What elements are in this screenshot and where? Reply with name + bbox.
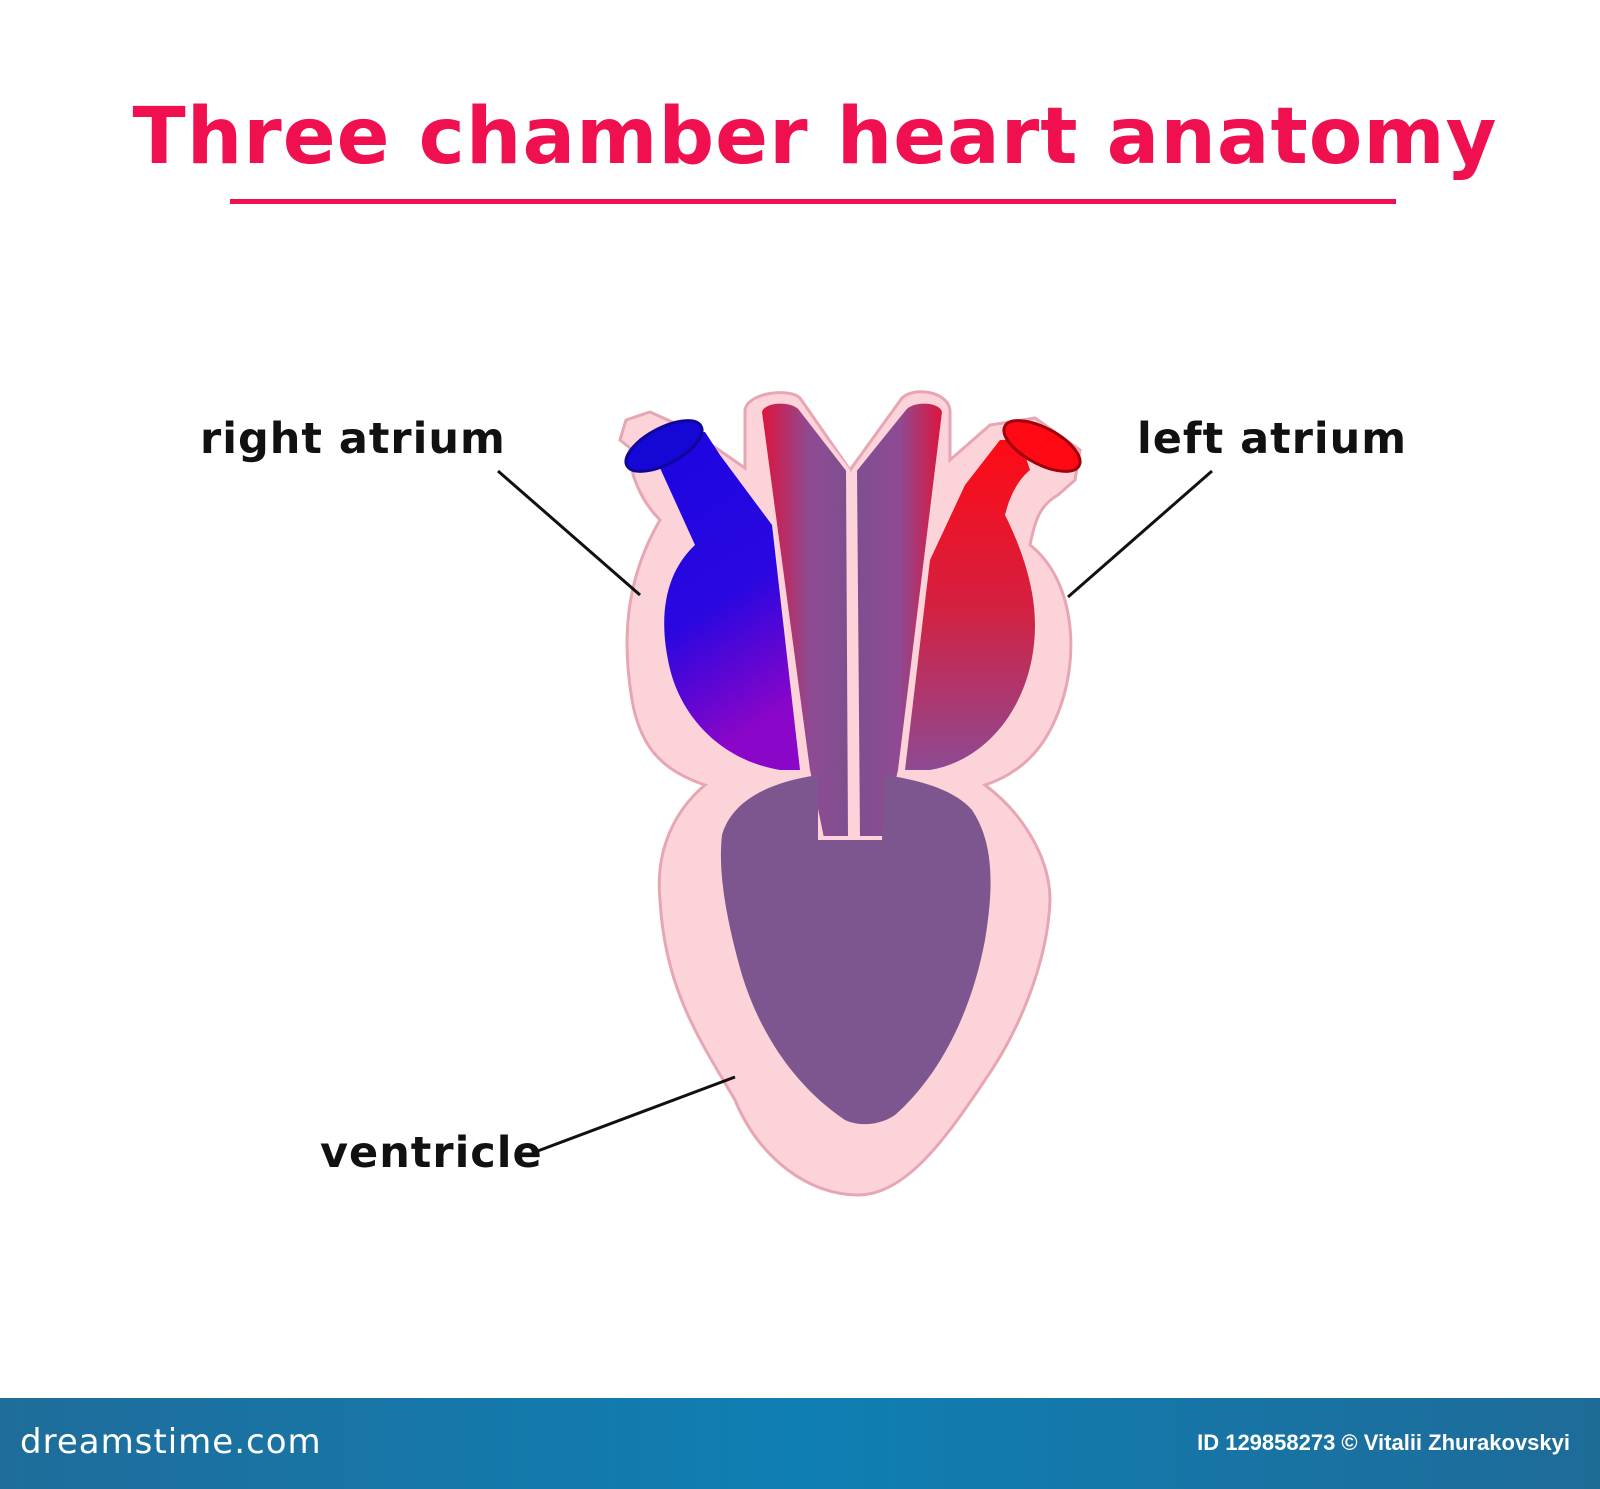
diagram-title: Three chamber heart anatomy	[132, 92, 1498, 182]
left-atrium-chamber	[905, 419, 1082, 770]
arterial-trunks	[757, 399, 947, 840]
right-atrium-chamber	[624, 419, 800, 770]
ventricle-leader	[534, 1075, 736, 1154]
leader-lines	[497, 469, 1213, 1154]
footer-credit: ID 129858273 © Vitalii Zhurakovskyi	[1197, 1430, 1570, 1455]
ventricle-chamber	[720, 775, 991, 1125]
right-atrium-vessel-opening	[624, 419, 704, 473]
right-atrium-leader	[497, 469, 641, 597]
left-atrium-vessel-opening	[1002, 419, 1082, 473]
footer-bar: dreamstime.com ID 129858273 © Vitalii Zh…	[0, 1398, 1600, 1489]
left-atrium-leader	[1067, 469, 1213, 599]
footer-brand[interactable]: dreamstime.com	[20, 1422, 322, 1462]
title-underline	[230, 199, 1396, 204]
left-atrium-label: left atrium	[1137, 414, 1408, 464]
right-atrium-label: right atrium	[200, 414, 506, 464]
ventricle-label: ventricle	[320, 1128, 543, 1178]
